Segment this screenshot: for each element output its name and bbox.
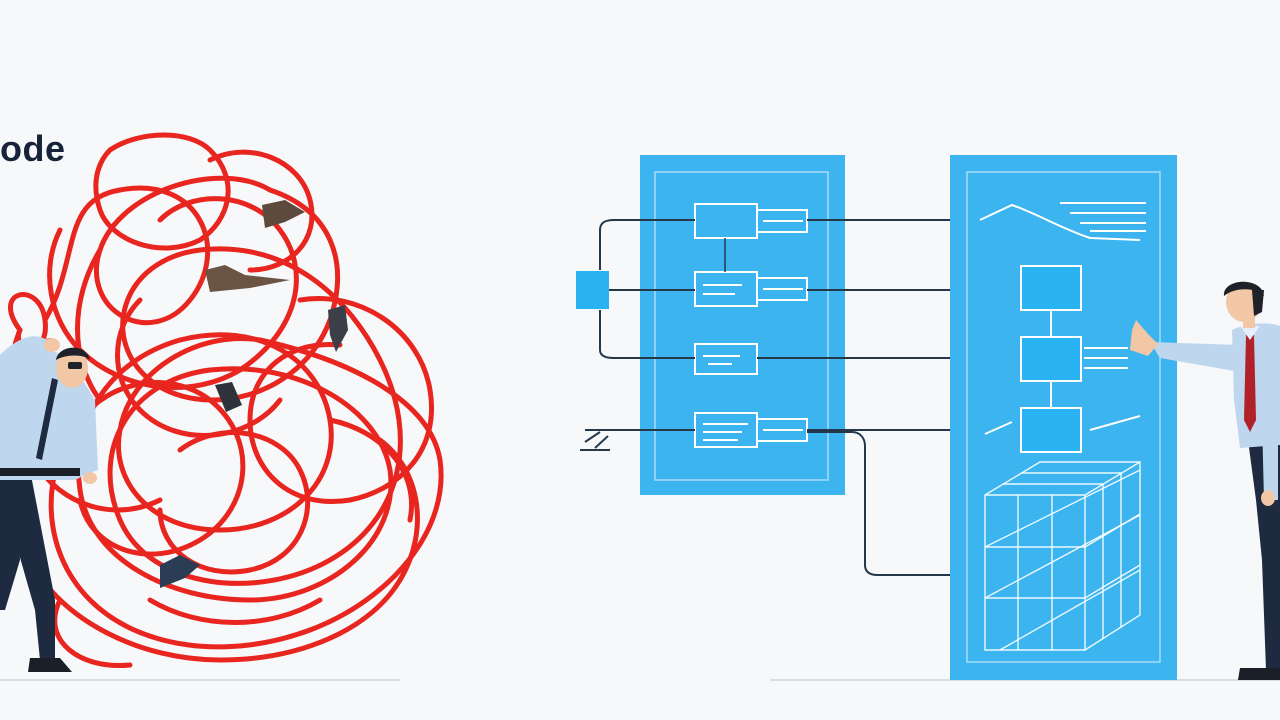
plug-1 <box>262 200 305 228</box>
structured-module-panel <box>640 155 845 495</box>
pointing-developer-icon <box>1130 281 1280 680</box>
arch-node-2 <box>1020 336 1082 382</box>
grid-cube-icon <box>984 461 1141 651</box>
plug-4 <box>215 382 242 412</box>
module-panel-frame <box>654 171 829 481</box>
entry-node <box>576 271 609 309</box>
arch-node-1 <box>1020 265 1082 311</box>
arch-side-strokes <box>984 415 1141 435</box>
architecture-panel <box>950 155 1177 680</box>
heading-fragment: ode <box>0 128 66 169</box>
plug-connectors-icon <box>44 200 348 588</box>
stressed-developer-icon <box>0 336 98 672</box>
arch-node-2-lines <box>1084 347 1128 369</box>
spec-lines <box>979 202 1146 241</box>
plug-2 <box>205 265 290 292</box>
module-panel-bg <box>640 155 845 495</box>
arch-node-3 <box>1020 407 1082 453</box>
plug-5 <box>160 555 200 588</box>
architecture-panel-frame <box>966 171 1161 663</box>
plug-3 <box>328 305 348 352</box>
input-arrow-icon <box>580 431 610 451</box>
